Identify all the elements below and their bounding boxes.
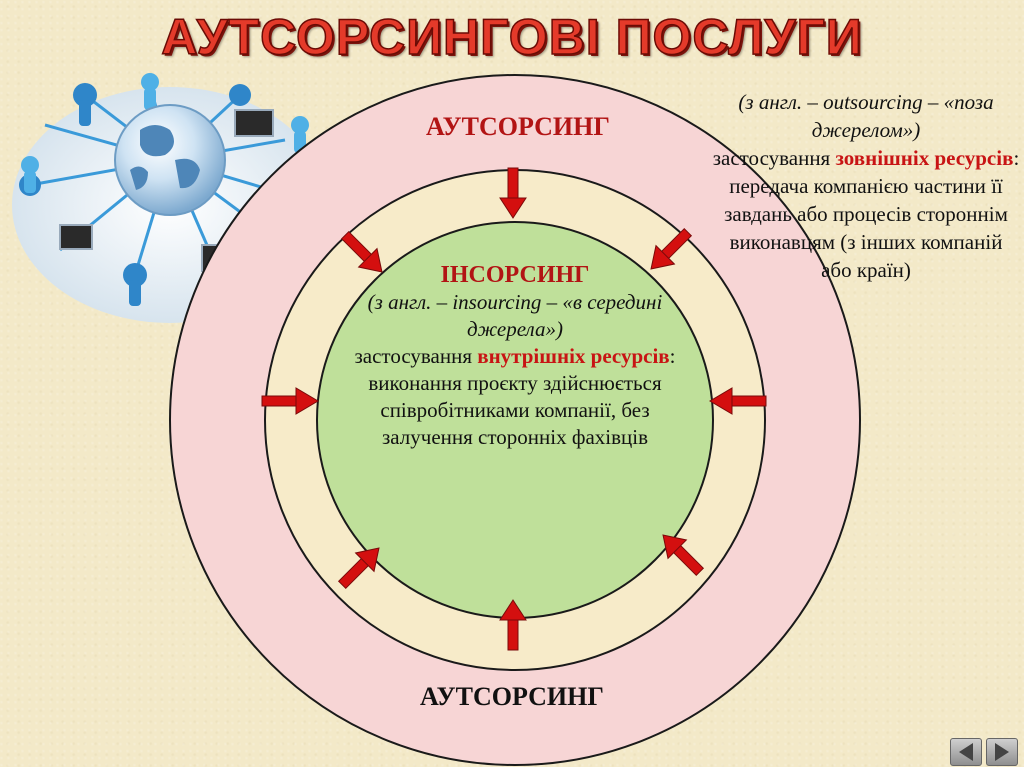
arrow-bottom-right [662,534,705,577]
insourcing-text-before: застосування [354,344,472,368]
prev-slide-button[interactable] [950,738,982,766]
insourcing-text-after: : виконання проєкту здійснюється співроб… [368,344,676,449]
arrow-top-left [340,230,383,273]
arrow-top-right [650,227,693,270]
arrow-bottom [499,599,527,651]
arrow-left [261,387,319,415]
arrow-bottom-left [337,547,380,590]
next-slide-button[interactable] [986,738,1018,766]
insourcing-definition: (з англ. – insourcing – «в середині джер… [367,290,663,341]
outsourcing-definition: (з англ. – outsourcing – «поза джерелом»… [738,90,994,142]
insourcing-highlight: внутрішніх ресурсів [477,344,670,368]
outsourcing-text-after: : передача компанією частини її завдань … [724,146,1020,282]
outsourcing-text-before: застосування [712,146,831,170]
arrow-right-icon [995,743,1009,761]
outer-ring-label-top: АУТСОРСИНГ [426,112,610,141]
insourcing-description: ІНСОРСИНГ (з англ. – insourcing – «в сер… [340,262,690,451]
insourcing-heading: ІНСОРСИНГ [440,262,590,288]
arrow-left-icon [959,743,973,761]
arrow-top [499,167,527,219]
insourcing-body: застосування внутрішніх ресурсів: викона… [340,343,690,451]
arrow-right [709,387,767,415]
outer-ring-label-bottom: АУТСОРСИНГ [420,682,604,711]
outsourcing-body: застосування зовнішніх ресурсів: передач… [712,144,1020,284]
outsourcing-description: (з англ. – outsourcing – «поза джерелом»… [712,88,1020,284]
outsourcing-highlight: зовнішніх ресурсів [835,146,1014,170]
slide-title: АУТСОРСИНГОВІ ПОСЛУГИ [161,8,863,66]
